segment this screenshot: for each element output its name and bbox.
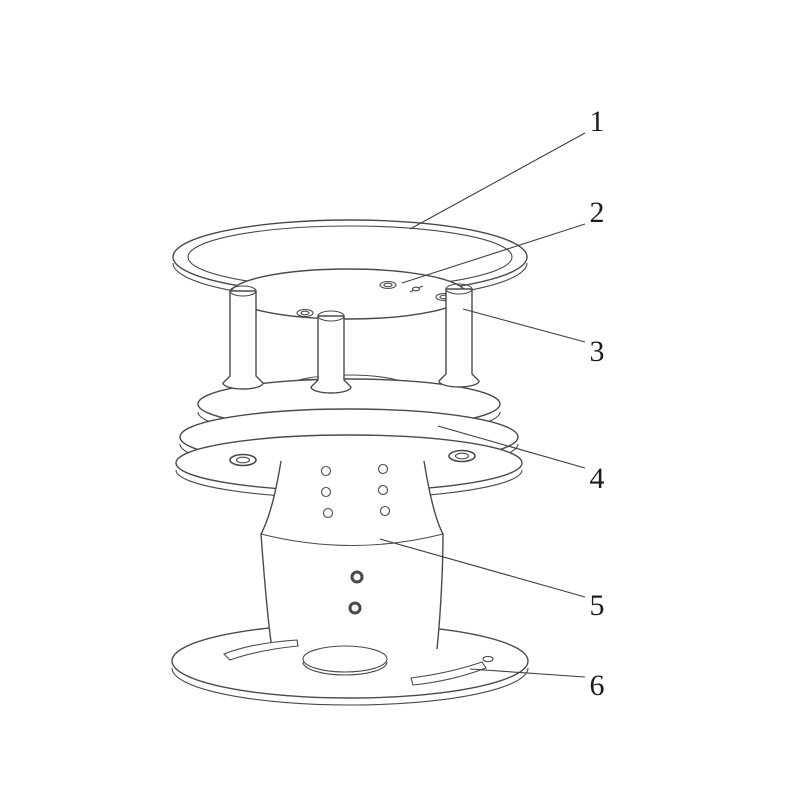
bolt-hole-right-inner — [454, 452, 470, 460]
vent-hole — [379, 505, 391, 517]
flange-rim-thickness — [171, 667, 529, 706]
vent-hole — [377, 463, 389, 475]
support-pillar-left — [222, 285, 264, 390]
leader-line-4 — [437, 425, 586, 469]
screw-head — [411, 286, 421, 292]
vent-hole — [320, 465, 332, 477]
callout-number-2: 2 — [590, 196, 605, 229]
support-pillars — [222, 283, 480, 394]
flange-small-hole — [482, 655, 494, 663]
callout-number-5: 5 — [590, 589, 605, 622]
vent-hole — [322, 507, 334, 519]
leader-line-1 — [409, 132, 586, 230]
bolt-hole-left-inner — [235, 456, 251, 464]
body-silhouette — [261, 461, 443, 649]
callout-number-1: 1 — [590, 105, 605, 138]
callout-number-6: 6 — [590, 669, 605, 702]
bolt-hole-left-outer — [229, 453, 257, 467]
pillar-right-body — [438, 288, 480, 388]
leader-line-2 — [401, 223, 586, 284]
body-fastener-holes — [348, 570, 364, 615]
vent-hole — [320, 486, 332, 498]
body-vent-holes — [320, 463, 391, 519]
flange-center-hole — [302, 645, 388, 673]
flange-slot-left — [223, 639, 299, 661]
leader-lines — [379, 132, 586, 678]
callout-number-4: 4 — [590, 462, 605, 495]
flange-center-hole-rim — [302, 661, 388, 676]
leader-line-6 — [469, 668, 586, 678]
leader-line-3 — [462, 308, 586, 343]
leader-line-5 — [379, 538, 586, 598]
mounting-flange-details — [223, 639, 494, 686]
bolt-hole-right-outer — [448, 449, 476, 463]
pillar-right-top — [445, 283, 473, 295]
plate-hole-outer — [379, 280, 397, 290]
sensor-body — [260, 460, 444, 650]
screw-detail — [409, 285, 424, 293]
pillar-left-body — [222, 290, 264, 390]
pillar-center-body — [310, 315, 352, 394]
callout-number-3: 3 — [590, 335, 605, 368]
plate-hole-left-inner — [300, 310, 310, 316]
support-pillar-center — [310, 310, 352, 394]
pillar-left-top — [229, 285, 257, 297]
plate-hole-left-outer — [296, 308, 314, 318]
fastener-hole-lower — [348, 601, 362, 615]
callout-numbers: 1 2 3 4 5 6 — [590, 105, 605, 702]
screw-tick-marks — [409, 285, 424, 293]
transducer-plate — [229, 268, 467, 320]
plate-hole-inner — [383, 282, 393, 288]
pillar-center-top — [317, 310, 345, 322]
flange-slot-right — [410, 661, 487, 686]
vent-hole — [377, 484, 389, 496]
transducer-plate-edge — [229, 268, 467, 320]
bolt-hole-right — [448, 449, 476, 463]
support-pillar-right — [438, 283, 480, 388]
reflector-plate-stack — [175, 374, 523, 499]
fastener-hole-upper — [350, 570, 364, 584]
bolt-hole-left — [229, 453, 257, 467]
body-seam-line — [260, 533, 444, 547]
